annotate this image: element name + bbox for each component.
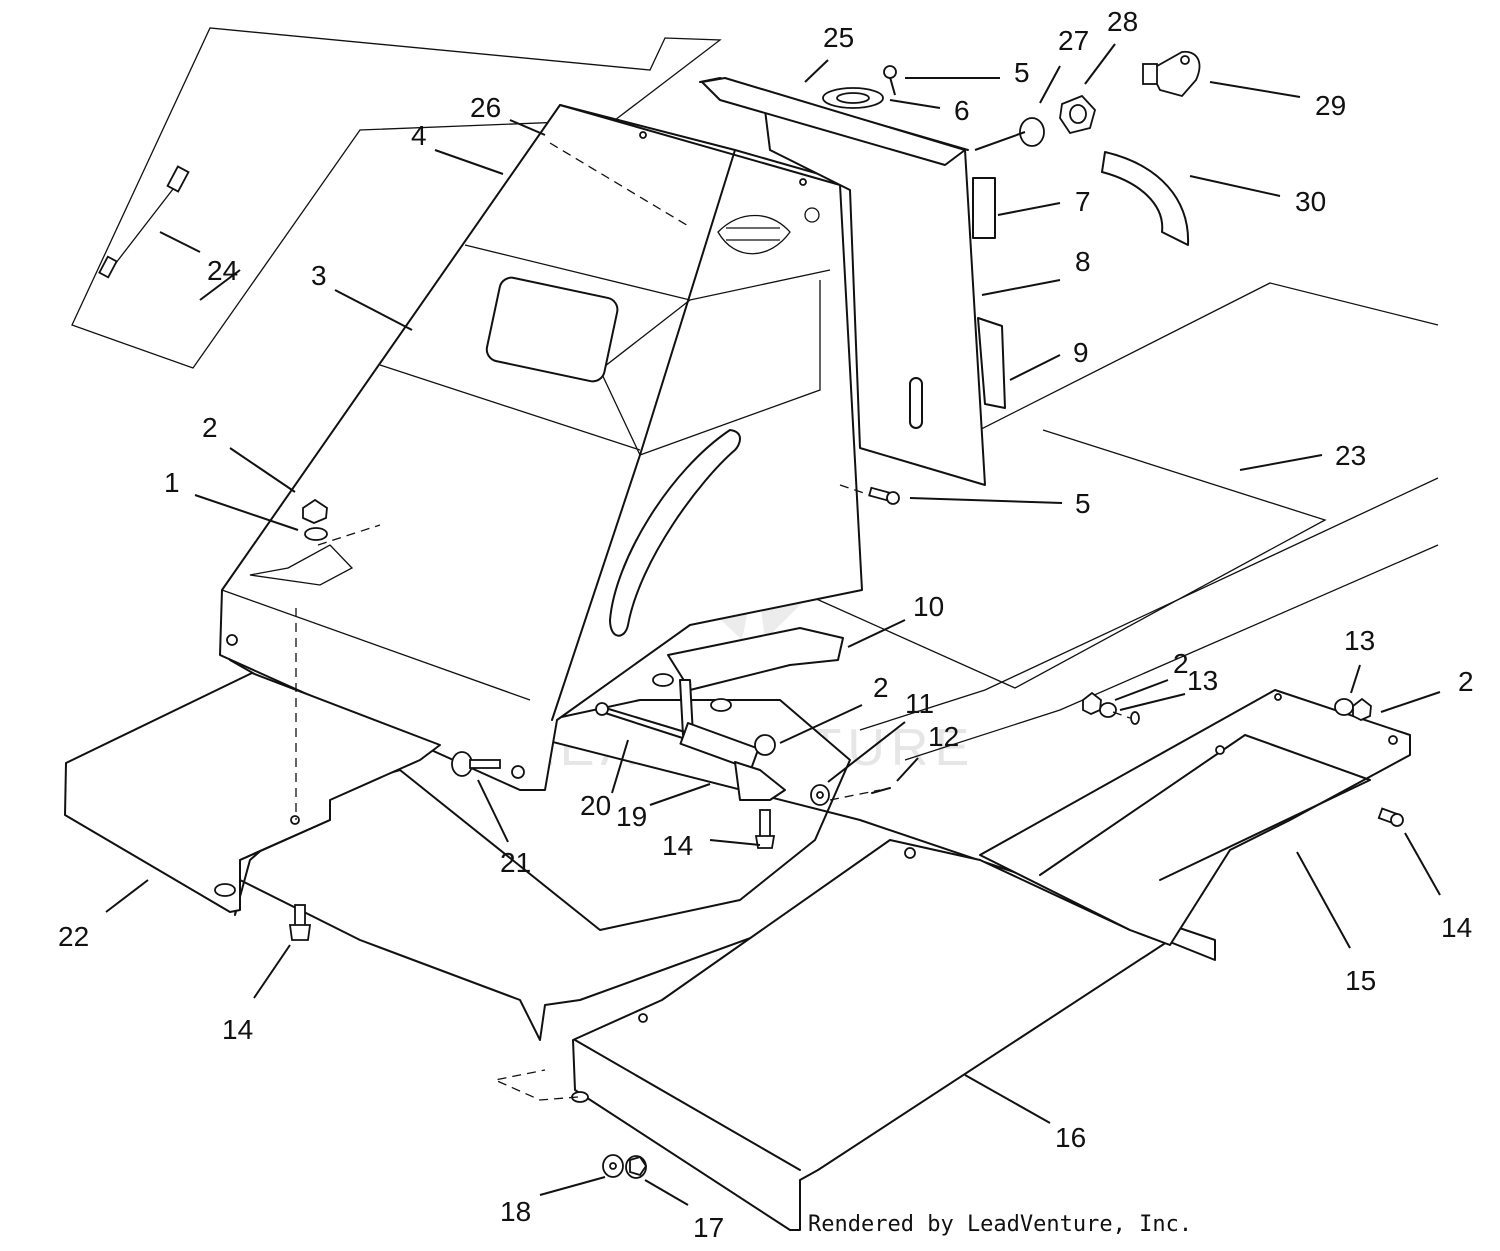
callout-21: 21: [500, 847, 531, 878]
callout-13-left: 13: [1187, 665, 1218, 696]
callout-14-right: 14: [1441, 912, 1472, 943]
decal-30: [1101, 151, 1190, 246]
bolt-14-right: [1377, 807, 1404, 827]
hardware-13-left: [1082, 691, 1140, 725]
housing-slot: [609, 429, 741, 637]
bolt-14-center: [754, 809, 776, 849]
floor-panel-15: [979, 689, 1411, 946]
clip-plate-left: [249, 544, 354, 586]
callout-26: 26: [470, 92, 501, 123]
callout-8: 8: [1075, 246, 1091, 277]
callout-23: 23: [1335, 440, 1366, 471]
bracket-10: [652, 627, 844, 736]
callout-18: 18: [500, 1196, 531, 1227]
washer-11: [810, 784, 830, 806]
callout-4: 4: [411, 120, 427, 151]
callout-10: 10: [913, 591, 944, 622]
callout-9: 9: [1073, 337, 1089, 368]
dash-plate-9: [977, 317, 1006, 409]
dash-top-bracket: [701, 77, 966, 166]
callout-2-right-a: 2: [1173, 648, 1189, 679]
nut-28: [1059, 94, 1097, 135]
switch-29: [1142, 50, 1201, 98]
screw-5-mid: [839, 484, 900, 505]
callout-5-mid: 5: [1075, 488, 1091, 519]
hinge-19: [679, 722, 786, 801]
callout-22: 22: [58, 921, 89, 952]
callout-28: 28: [1107, 6, 1138, 37]
bolt-14-left: [288, 904, 312, 941]
callout-6: 6: [954, 95, 970, 126]
hardware-13-right: [1334, 697, 1372, 721]
callout-labels: 1 2 2 2 2 3 4 5 5 6 7 8 9 10 11 12 13 13…: [58, 6, 1474, 1243]
washer-27: [1019, 117, 1045, 147]
callout-14-center: 14: [662, 830, 693, 861]
leader-lines: [105, 43, 1441, 1206]
callout-25: 25: [823, 22, 854, 53]
callout-27: 27: [1058, 25, 1089, 56]
callout-20: 20: [580, 790, 611, 821]
washer-1-left: [304, 527, 328, 541]
housing-window: [485, 276, 619, 383]
dash-plate-7: [972, 177, 996, 239]
callout-30: 30: [1295, 186, 1326, 217]
callout-1: 1: [164, 467, 180, 498]
callout-2-center: 2: [873, 672, 889, 703]
callout-24: 24: [207, 255, 238, 286]
callout-14-left: 14: [222, 1014, 253, 1045]
logo-decal: [717, 207, 820, 255]
callout-29: 29: [1315, 90, 1346, 121]
render-credit: Rendered by LeadVenture, Inc.: [808, 1212, 1193, 1237]
callout-12: 12: [928, 721, 959, 752]
callout-2-left: 2: [202, 412, 218, 443]
pin-12: [829, 787, 891, 801]
callout-3: 3: [311, 260, 327, 291]
callout-17: 17: [693, 1212, 724, 1243]
wire-harness: [98, 165, 190, 279]
callout-16: 16: [1055, 1122, 1086, 1153]
nut-2-left: [302, 498, 328, 524]
rod-20: [595, 702, 696, 743]
callout-15: 15: [1345, 965, 1376, 996]
bolt-21: [451, 751, 525, 779]
callout-11: 11: [905, 688, 934, 719]
screw-5-top: [883, 65, 897, 96]
washers-17-18: [602, 1154, 648, 1179]
callout-19: 19: [616, 801, 647, 832]
callout-7: 7: [1075, 186, 1091, 217]
callout-13-right: 13: [1344, 625, 1375, 656]
callout-2-right-b: 2: [1458, 666, 1474, 697]
floor-panel-16: [572, 839, 1171, 1231]
callout-5-top: 5: [1014, 57, 1030, 88]
housing-hood: [219, 104, 863, 791]
harness-outline: [71, 27, 722, 369]
